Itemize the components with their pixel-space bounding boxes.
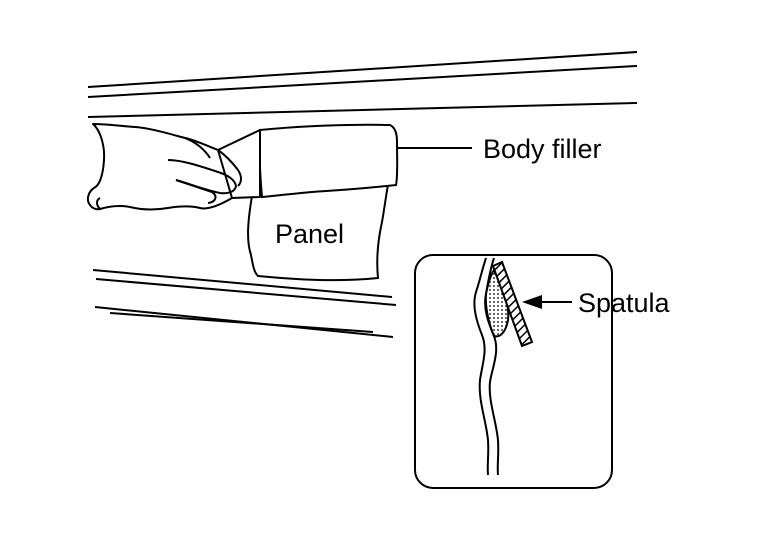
upper-body-lines [87,51,638,118]
spatula [491,260,534,348]
spatula-arrow [522,295,572,309]
detail-inset-frame [414,254,613,489]
hand [86,123,261,211]
lower-body-lines [92,269,397,338]
panel-label: Panel [275,219,344,249]
spatula-label: Spatula [578,288,671,318]
body-filler-label: Body filler [483,134,602,164]
body-filler [258,123,399,199]
